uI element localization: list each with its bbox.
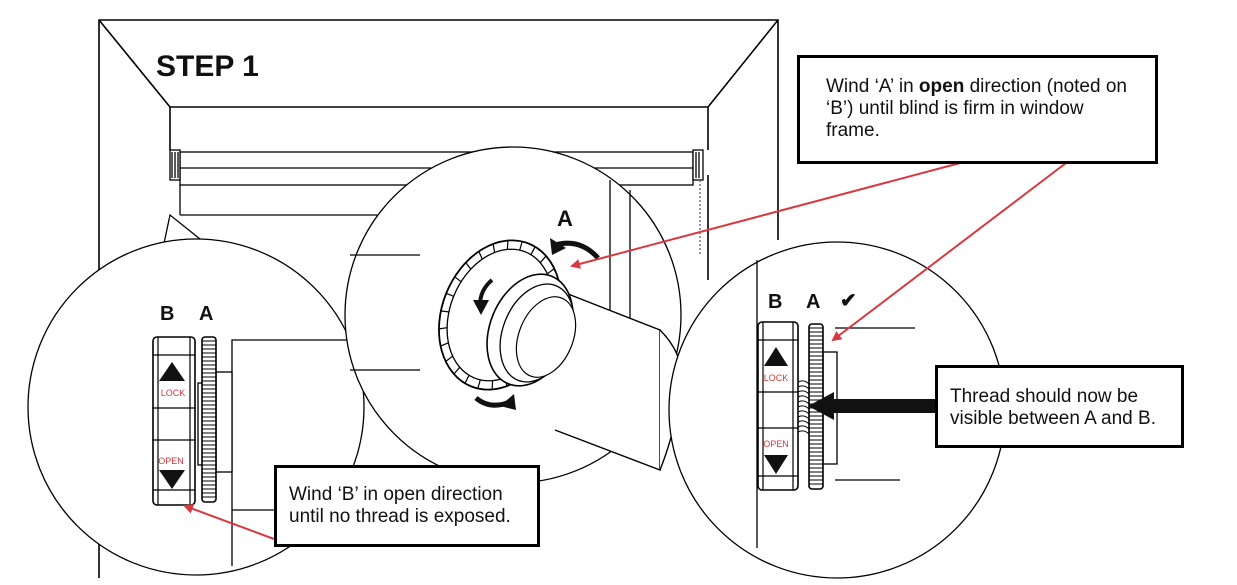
open-label-right: OPEN [763, 439, 789, 449]
thread-pointer-arrow [808, 392, 936, 420]
center-label-a: A [557, 206, 573, 231]
callout-wind-a: Wind ‘A’ in open direction (noted on ‘B’… [797, 55, 1158, 164]
left-label-b: B [160, 303, 174, 325]
check-icon: ✔ [840, 290, 857, 312]
callout-thread: Thread should now be visible between A a… [935, 365, 1184, 448]
callout-thread-text: Thread should now be visible between A a… [950, 386, 1156, 429]
right-label-b: B [768, 291, 782, 313]
left-label-a: A [199, 303, 213, 325]
right-label-a: A [806, 291, 820, 313]
callout-wind-a-bold: open [918, 76, 965, 97]
callout-wind-a-prefix: Wind ‘A’ in [826, 76, 919, 97]
open-label-left: OPEN [158, 456, 184, 466]
step-title: STEP 1 [156, 50, 259, 83]
callout-wind-b: Wind ‘B’ in open direction until no thre… [274, 465, 540, 547]
callout-wind-a-suffix: direction (noted on ‘B’) until blind is … [826, 76, 1127, 141]
callout-wind-b-text: Wind ‘B’ in open direction until no thre… [289, 484, 511, 527]
red-leader-lines [183, 162, 1067, 540]
lock-label-right: LOCK [764, 373, 789, 383]
center-zoom-circle: A [344, 146, 684, 484]
lock-label-left: LOCK [161, 388, 186, 398]
